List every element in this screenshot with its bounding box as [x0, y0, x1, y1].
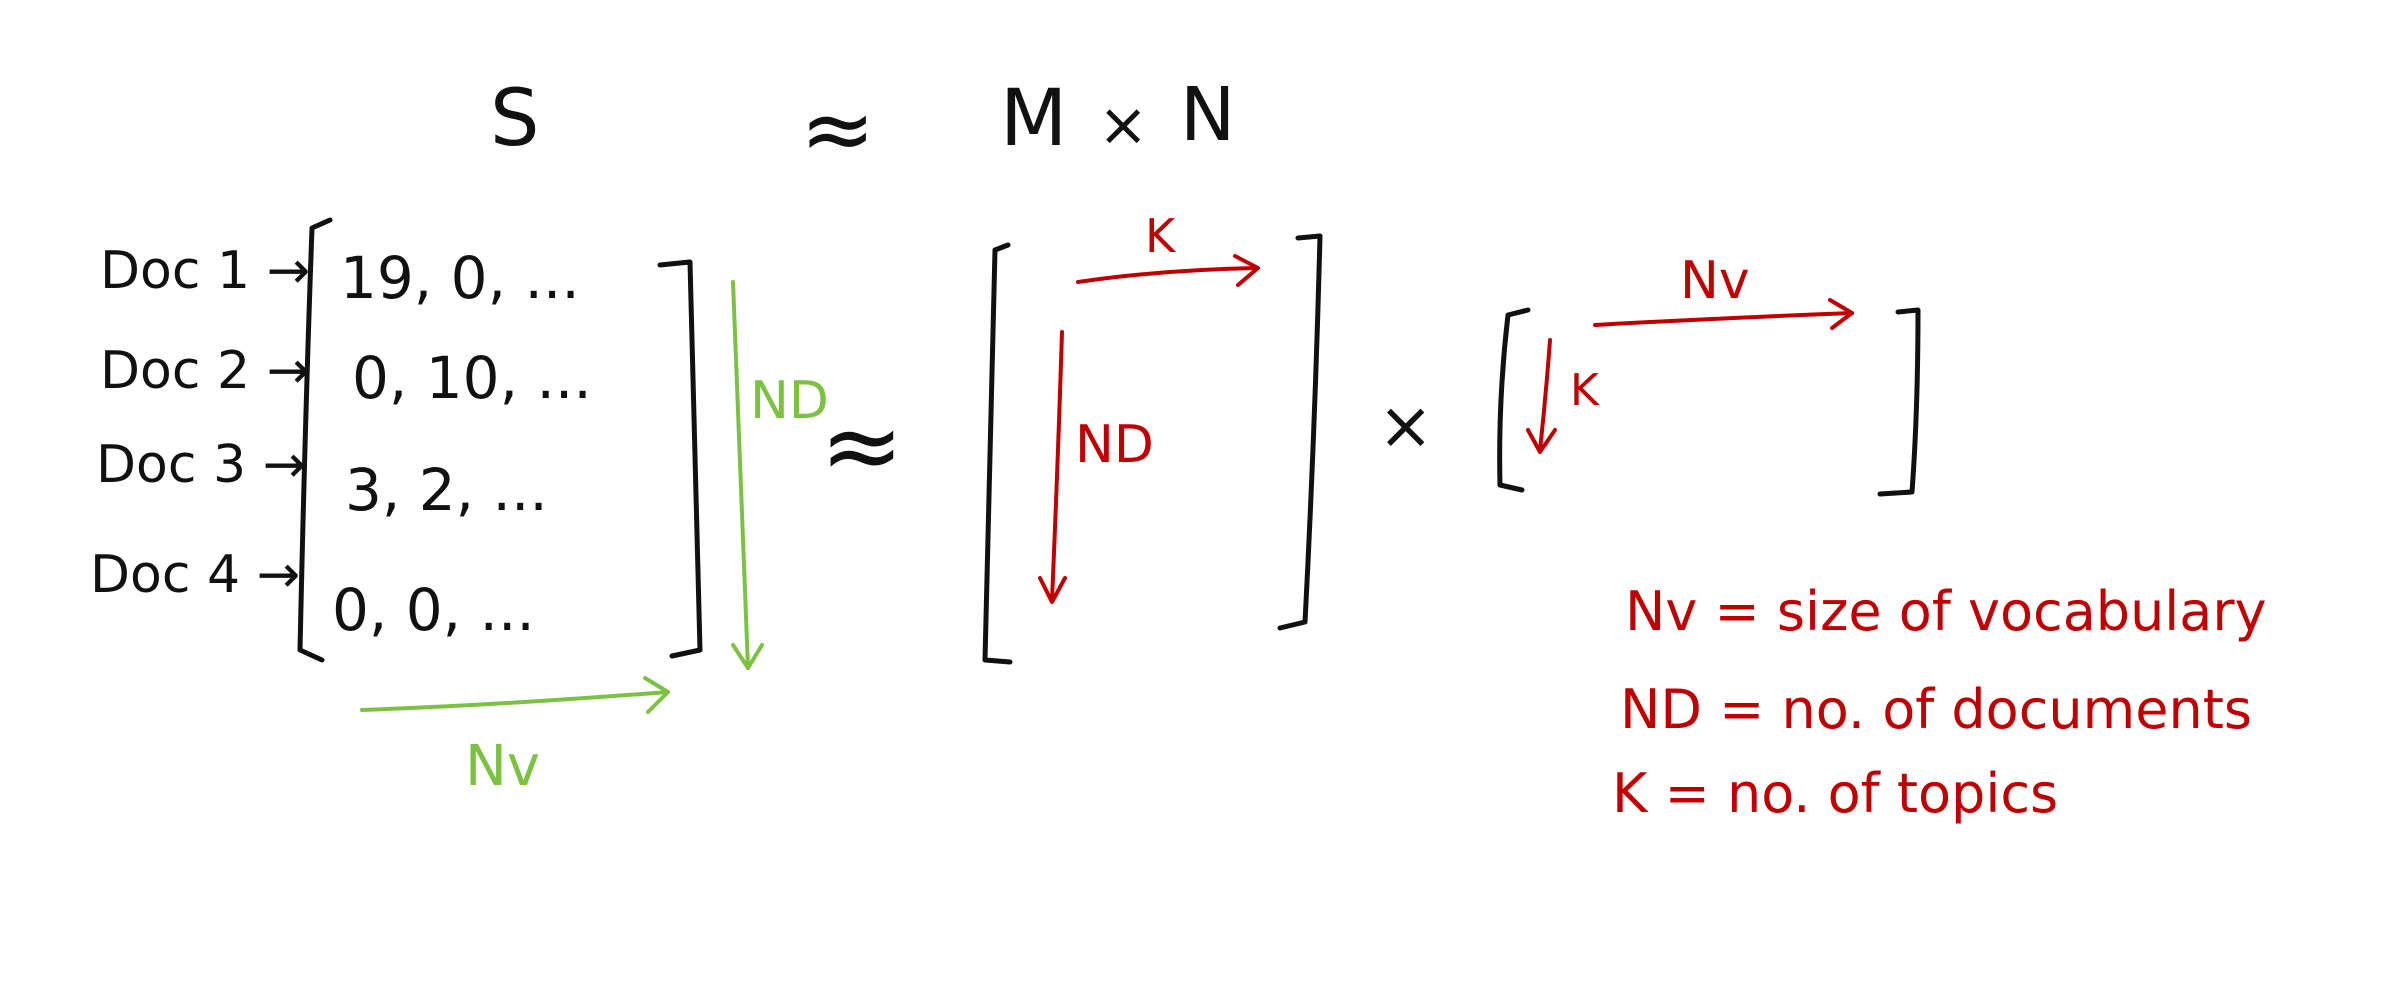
doc-label-2: Doc 2 →: [100, 341, 310, 401]
between-times: ×: [1378, 387, 1433, 464]
doc-label-1: Doc 1 →: [100, 241, 310, 301]
matrix-n-rows-arrowhead: [1526, 428, 1557, 454]
matrix-s-row-3: 3, 2, ...: [345, 456, 548, 524]
matrix-s-rows-arrow: [731, 280, 750, 670]
matrix-s-cols-arrow: [360, 690, 670, 712]
doc-labels: Doc 1 → Doc 2 → Doc 3 → Doc 4 →: [90, 241, 310, 605]
matrix-m-col-label: K: [1145, 209, 1177, 263]
doc-label-4: Doc 4 →: [90, 545, 300, 605]
matrix-s-rows: 19, 0, ... 0, 10, ... 3, 2, ... 0, 0, ..…: [332, 244, 592, 644]
matrix-m-right-bracket: [1277, 233, 1323, 631]
matrix-s-row-2: 0, 10, ...: [352, 344, 592, 412]
matrix-m-rows-arrowhead: [1038, 576, 1067, 604]
matrix-n-cols-arrowhead: [1828, 298, 1854, 330]
matrix-s-row-4: 0, 0, ...: [332, 576, 535, 644]
matrix-s-col-label: Nv: [465, 734, 540, 799]
matrix-s-left-bracket: [297, 217, 333, 663]
matrix-n-right-bracket: [1877, 307, 1921, 497]
header-equation: S ≈ M × N: [490, 72, 1235, 182]
matrix-m-cols-arrow: [1076, 266, 1257, 284]
matrix-n-left-bracket: [1497, 307, 1531, 493]
matrix-m-left-bracket: [982, 242, 1013, 665]
legend-item-vocabulary: Nv = size of vocabulary: [1625, 580, 2267, 643]
matrix-s-cols-arrowhead: [643, 676, 670, 714]
matrix-n-row-label: K: [1570, 365, 1600, 416]
matrix-s-row-label: ND: [750, 371, 829, 431]
matrix-m-rows-arrow: [1050, 330, 1064, 602]
header-s: S: [490, 74, 540, 164]
between-approx: ≈: [820, 387, 904, 504]
header-approx: ≈: [800, 77, 875, 182]
matrix-m-row-label: ND: [1075, 415, 1154, 475]
doc-label-3: Doc 3 →: [96, 435, 306, 495]
matrix-n-col-label: Nv: [1680, 251, 1750, 311]
matrix-n-rows-arrow: [1538, 338, 1552, 452]
matrix-n-cols-arrow: [1593, 311, 1854, 327]
legend: Nv = size of vocabulary ND = no. of docu…: [1612, 580, 2267, 825]
header-m: M: [1000, 74, 1067, 164]
legend-item-documents: ND = no. of documents: [1620, 678, 2252, 741]
matrix-s-right-bracket: [657, 259, 703, 659]
matrix-s-row-1: 19, 0, ...: [340, 244, 580, 312]
header-times: ×: [1098, 90, 1148, 160]
legend-item-topics: K = no. of topics: [1612, 762, 2058, 825]
matrix-m-cols-arrowhead: [1233, 254, 1260, 287]
header-n: N: [1180, 72, 1235, 158]
matrix-s-rows-arrowhead: [731, 643, 764, 670]
